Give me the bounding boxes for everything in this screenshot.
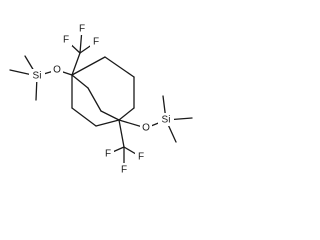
bond <box>71 56 106 76</box>
bond <box>71 74 89 89</box>
bond <box>71 107 97 127</box>
trimethylsilyloxy-group-left: O Si <box>9 55 73 101</box>
bicyclic-ring-bonds <box>71 56 135 127</box>
silicon-atom-label: Si <box>162 115 171 126</box>
fluorine-atom-label: F <box>93 37 99 48</box>
fluorine-atom-label: F <box>105 149 111 160</box>
oxygen-atom-label: O <box>142 123 150 134</box>
silicon-atom-label: Si <box>33 71 42 82</box>
bond <box>87 87 102 112</box>
bond <box>118 119 125 148</box>
bond <box>100 110 120 121</box>
bond <box>95 119 120 127</box>
bond <box>71 52 81 76</box>
trimethylsilyloxy-group-right: O Si <box>118 95 193 143</box>
structure-diagram: F F F O Si O Si F F <box>9 22 193 176</box>
cf3-group-bottom: F F F <box>102 119 147 176</box>
bond <box>118 107 135 121</box>
bond <box>104 56 135 78</box>
cf3-group-top: F F F <box>60 22 102 76</box>
fluorine-atom-label: F <box>79 24 85 35</box>
fluorine-atom-label: F <box>63 35 69 46</box>
fluorine-atom-label: F <box>121 165 127 176</box>
fluorine-atom-label: F <box>138 152 144 163</box>
molecule-drawing: F F F O Si O Si F F <box>9 22 193 176</box>
oxygen-atom-label: O <box>53 65 61 76</box>
